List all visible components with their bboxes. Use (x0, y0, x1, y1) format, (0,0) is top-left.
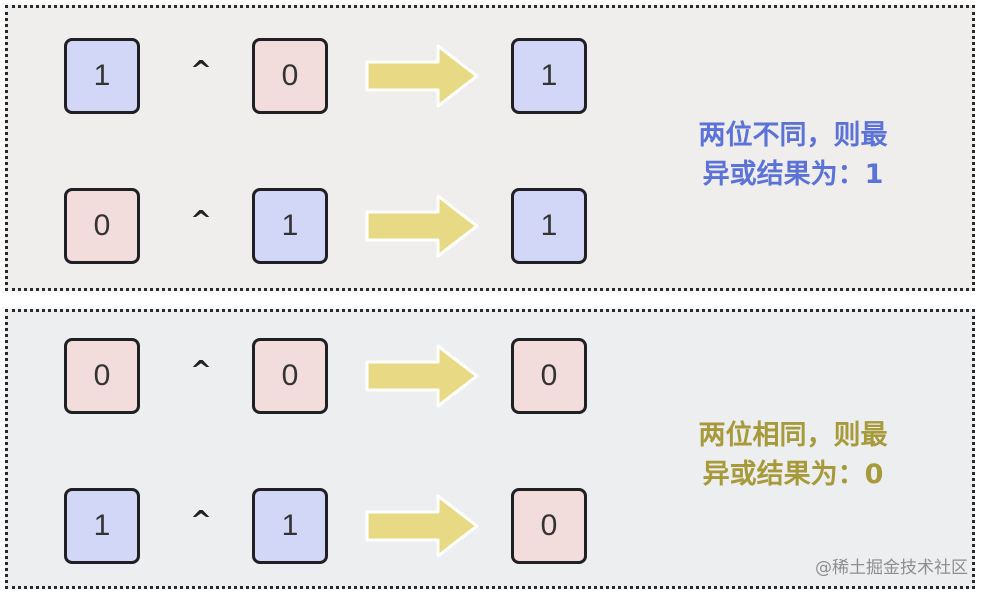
result-box: 1 (511, 188, 587, 264)
result-box: 0 (511, 338, 587, 414)
note-line-1: 两位相同，则最 (698, 420, 888, 451)
operand-a-box: 1 (64, 488, 140, 564)
result-box: 0 (511, 488, 587, 564)
xor-operator: ^ (190, 56, 212, 86)
operand-b-box: 0 (252, 38, 328, 114)
same-bits-panel: 0 ^ 0 0 1 ^ 1 0 两位相同，则最 异或结果为：0 (5, 309, 975, 589)
note-line-2: 异或结果为：0 (702, 459, 884, 490)
right-arrow-icon (365, 194, 479, 258)
operand-a-box: 1 (64, 38, 140, 114)
xor-row: 1 ^ 1 0 (8, 488, 648, 568)
operand-b-box: 1 (252, 188, 328, 264)
operand-b-box: 1 (252, 488, 328, 564)
right-arrow-icon (365, 344, 479, 408)
operand-a-box: 0 (64, 338, 140, 414)
xor-row: 1 ^ 0 1 (8, 38, 648, 118)
xor-operator: ^ (190, 506, 212, 536)
operand-b-box: 0 (252, 338, 328, 414)
watermark: @稀土掘金技术社区 (815, 558, 968, 578)
different-bits-panel: 1 ^ 0 1 0 ^ 1 1 两位不同，则最 异或结果为：1 (5, 5, 975, 291)
operand-a-box: 0 (64, 188, 140, 264)
note-line-1: 两位不同，则最 (698, 120, 888, 151)
xor-operator: ^ (190, 206, 212, 236)
different-bits-note: 两位不同，则最 异或结果为：1 (658, 116, 928, 194)
right-arrow-icon (365, 494, 479, 558)
xor-row: 0 ^ 0 0 (8, 338, 648, 418)
result-box: 1 (511, 38, 587, 114)
same-bits-note: 两位相同，则最 异或结果为：0 (658, 416, 928, 494)
note-line-2: 异或结果为：1 (702, 159, 884, 190)
right-arrow-icon (365, 44, 479, 108)
xor-operator: ^ (190, 356, 212, 386)
xor-row: 0 ^ 1 1 (8, 188, 648, 268)
